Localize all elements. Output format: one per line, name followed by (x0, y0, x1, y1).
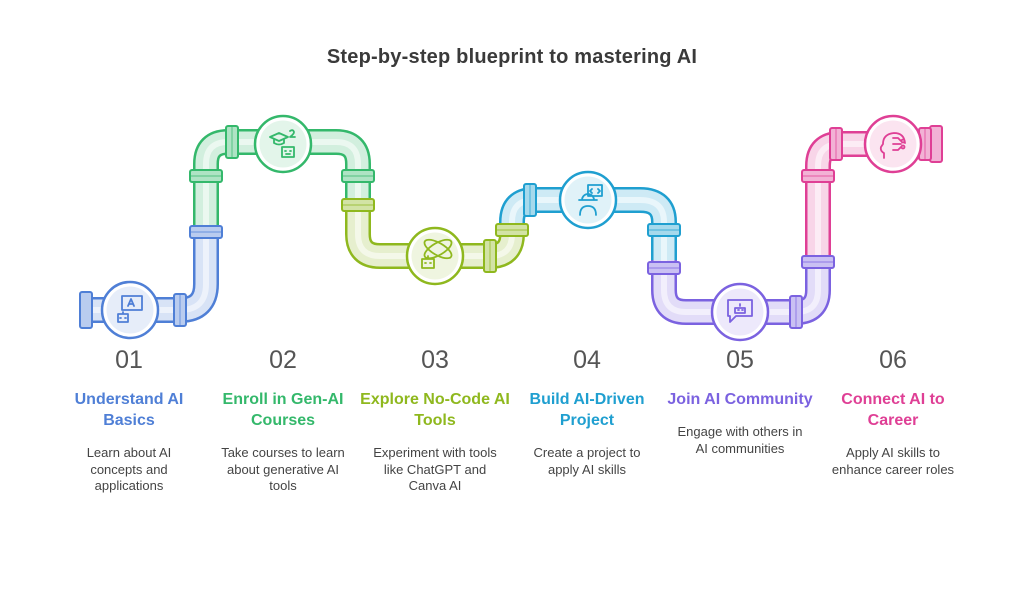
step-description: Apply AI skills to enhance career roles (831, 445, 955, 477)
step-description: Take courses to learn about generative A… (221, 445, 345, 493)
step-description: Create a project to apply AI skills (533, 445, 641, 477)
step-heading: Connect AI to Career (841, 391, 945, 429)
step-number: 02 (269, 346, 297, 374)
ai-head-icon (863, 114, 923, 174)
step-number: 01 (115, 346, 143, 374)
step-3: 03 Explore No-Code AI Tools Experiment w… (360, 345, 510, 495)
step-heading: Build AI-Driven Project (529, 391, 645, 429)
step-1: 01 Understand AI Basics Learn about AI c… (54, 345, 204, 495)
graduation-robot-icon (253, 114, 313, 174)
step-number: 04 (573, 346, 601, 374)
step-2: 02 Enroll in Gen-AI Courses Take courses… (208, 345, 358, 495)
diagram-title: Step-by-step blueprint to mastering AI (326, 46, 698, 68)
step-heading: Understand AI Basics (74, 391, 184, 429)
atom-robot-icon (405, 226, 465, 286)
step-4: 04 Build AI-Driven Project Create a proj… (512, 345, 662, 478)
step-5: 05 Join AI Community Engage with others … (665, 345, 815, 457)
chat-bubble-robot-icon (710, 282, 770, 342)
step-description: Experiment with tools like ChatGPT and C… (373, 445, 497, 493)
developer-code-icon (558, 170, 618, 230)
step-6: 06 Connect AI to Career Apply AI skills … (818, 345, 968, 478)
step-number: 06 (879, 346, 907, 374)
robot-chat-icon (100, 280, 160, 340)
step-description: Learn about AI concepts and applications (86, 445, 172, 493)
step-number: 03 (421, 346, 449, 374)
step-number: 05 (726, 346, 754, 374)
step-heading: Explore No-Code AI Tools (360, 391, 510, 429)
step-heading: Join AI Community (667, 391, 813, 408)
step-description: Engage with others in AI communities (677, 424, 803, 456)
step-heading: Enroll in Gen-AI Courses (222, 391, 344, 429)
